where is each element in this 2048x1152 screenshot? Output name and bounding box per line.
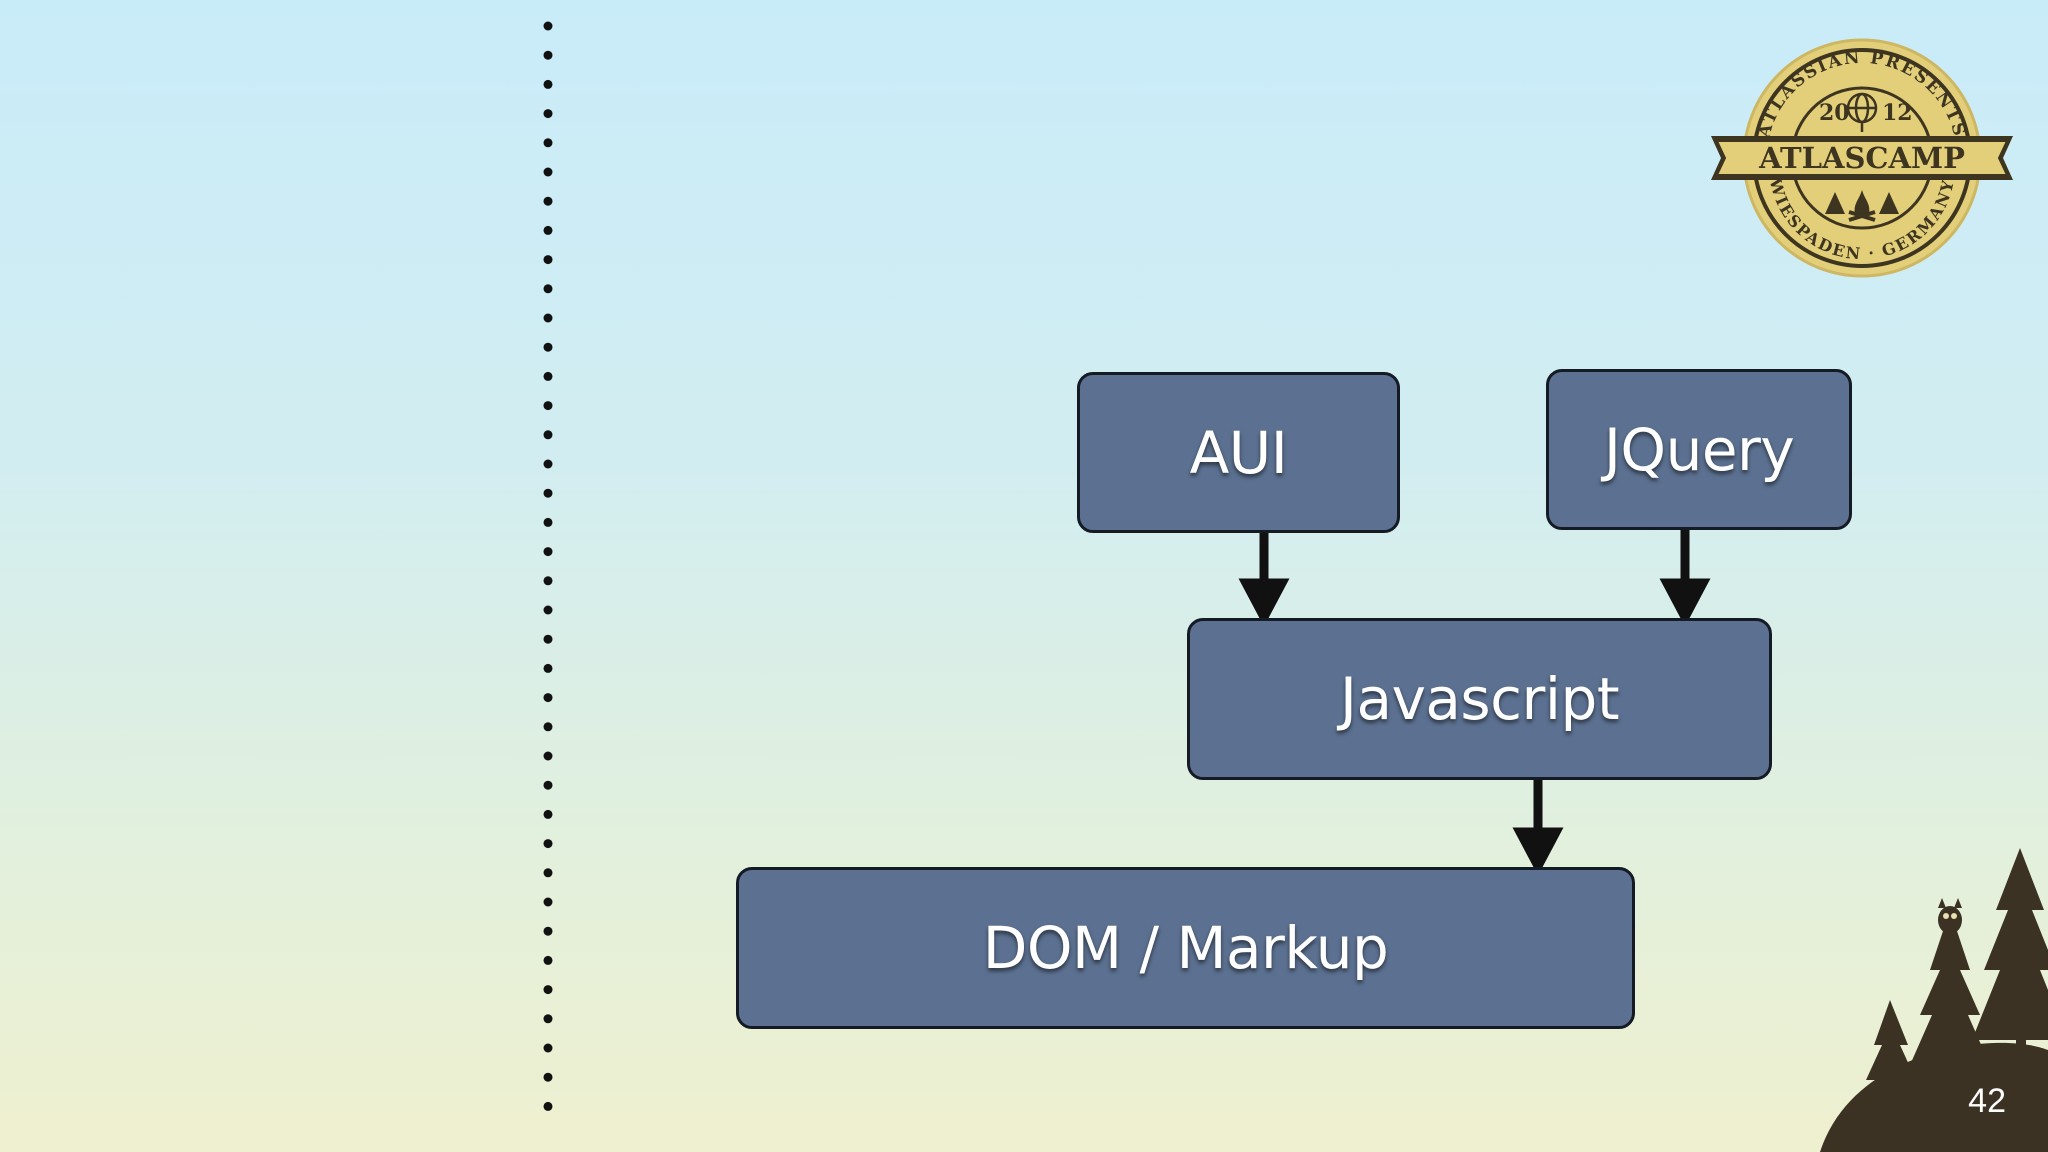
dotted-divider — [543, 21, 553, 1111]
node-javascript: Javascript — [1187, 618, 1772, 780]
node-aui: AUI — [1077, 372, 1400, 533]
svg-text:20: 20 — [1819, 100, 1850, 126]
slide-number: 42 — [1968, 1082, 2006, 1120]
globe-icon — [1846, 92, 1878, 132]
svg-text:12: 12 — [1882, 100, 1913, 126]
campfire-icon — [1825, 190, 1899, 222]
svg-text:ATLASCAMP: ATLASCAMP — [1758, 141, 1965, 175]
node-dom-markup: DOM / Markup — [736, 867, 1635, 1029]
atlascamp-logo: ATLASSIAN PRESENTS WIESPADEN · GERMANY 2… — [1711, 38, 2013, 278]
node-jquery: JQuery — [1546, 369, 1852, 530]
trees-hill-illustration — [1820, 848, 2048, 1152]
node-dom-label: DOM / Markup — [982, 914, 1389, 982]
node-jquery-label: JQuery — [1603, 415, 1795, 484]
arrow-head-aui — [1238, 578, 1290, 627]
node-javascript-label: Javascript — [1339, 665, 1620, 733]
arrow-head-jquery — [1659, 578, 1711, 627]
node-aui-label: AUI — [1189, 418, 1288, 487]
owl-icon — [1938, 898, 1962, 934]
arrow-head-javascript — [1512, 827, 1564, 876]
